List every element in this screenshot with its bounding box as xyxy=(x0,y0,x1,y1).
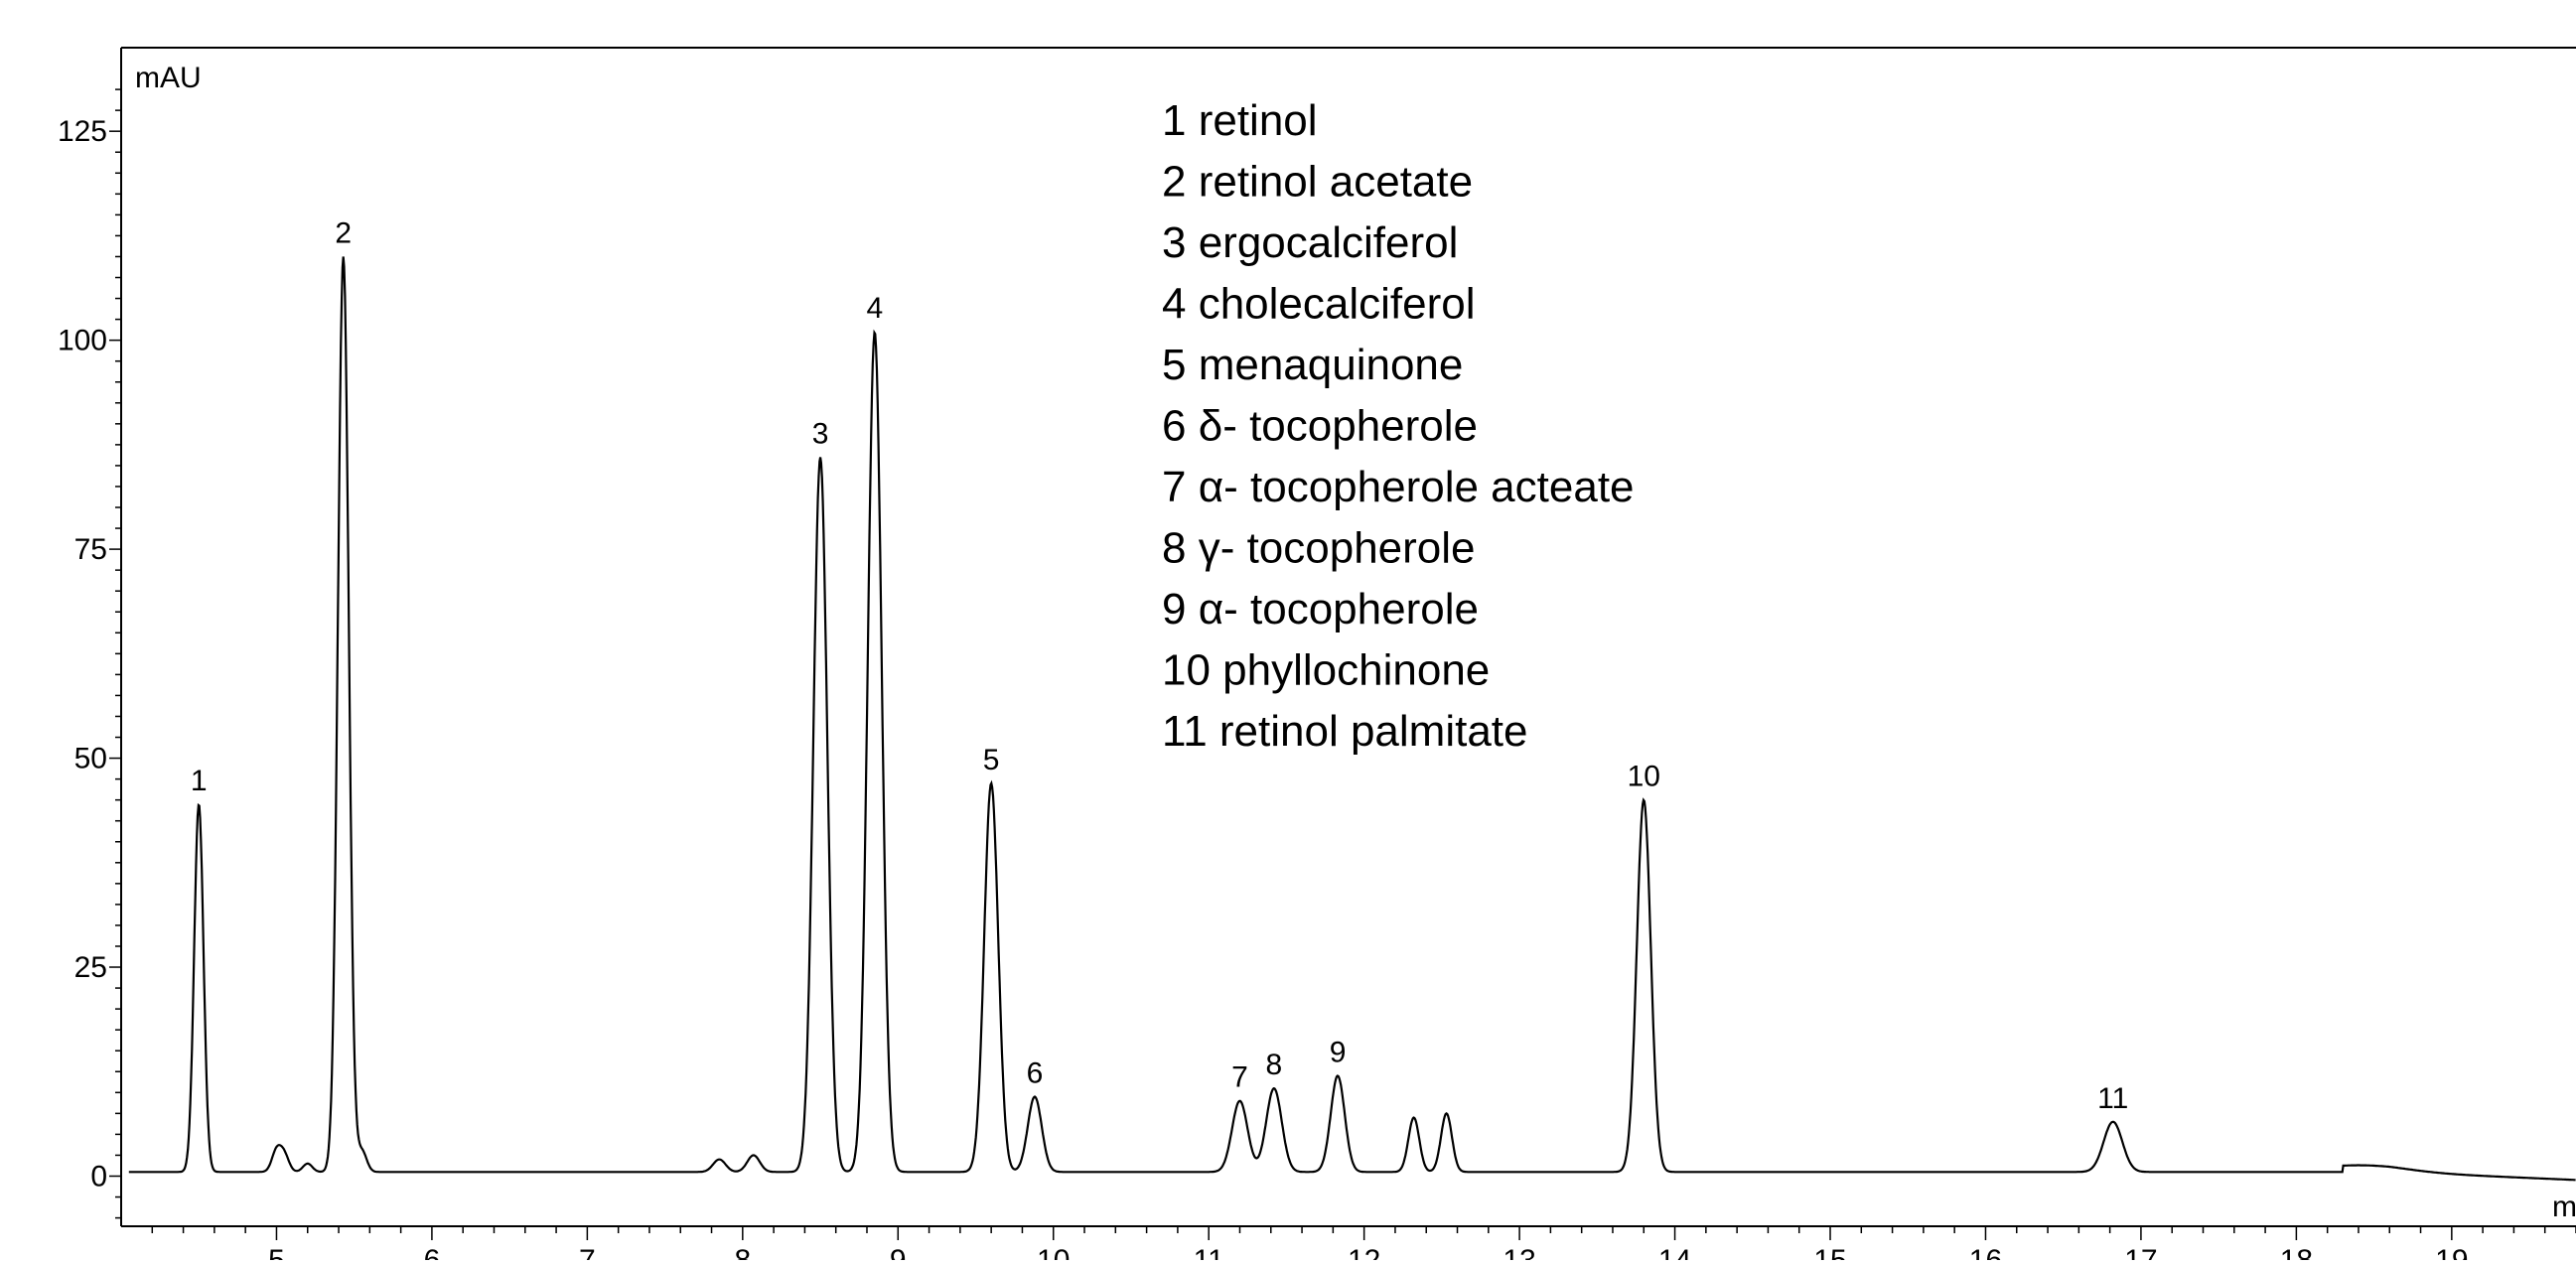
peak-label-10: 10 xyxy=(1628,761,1660,793)
peak-label-1: 1 xyxy=(191,765,208,797)
legend: 1 retinol 2 retinol acetate 3 ergocalcifer… xyxy=(1162,96,1635,756)
legend-entry: 8 γ- tocopherole xyxy=(1162,524,1476,573)
x-tick-label: 17 xyxy=(2124,1244,2157,1260)
x-tick-label: 18 xyxy=(2280,1244,2313,1260)
legend-entry: 10 phyllochinone xyxy=(1162,646,1490,695)
legend-entry: 11 retinol palmitate xyxy=(1162,707,1528,756)
peak-label-11: 11 xyxy=(2097,1082,2128,1115)
y-tick-label: 125 xyxy=(58,115,107,148)
x-axis-unit-label: m xyxy=(2552,1191,2576,1223)
y-tick-label: 25 xyxy=(74,951,107,984)
peak-label-5: 5 xyxy=(983,744,1000,776)
legend-entry: 5 menaquinone xyxy=(1162,341,1463,389)
y-tick-label: 75 xyxy=(74,533,107,566)
x-tick-label: 7 xyxy=(579,1244,596,1260)
legend-entry: 3 ergocalciferol xyxy=(1162,218,1458,267)
y-tick-label: 0 xyxy=(90,1160,107,1193)
peak-label-6: 6 xyxy=(1027,1057,1044,1090)
legend-entry: 9 α- tocopherole xyxy=(1162,585,1479,633)
x-tick-label: 9 xyxy=(890,1244,907,1260)
y-tick-label: 100 xyxy=(58,325,107,357)
x-tick-label: 11 xyxy=(1194,1244,1224,1260)
y-tick-label: 50 xyxy=(74,743,107,775)
peak-label-9: 9 xyxy=(1330,1036,1347,1068)
peak-label-3: 3 xyxy=(812,418,829,451)
x-tick-label: 12 xyxy=(1348,1244,1380,1260)
legend-entry: 7 α- tocopherole acteate xyxy=(1162,463,1635,511)
peak-label-7: 7 xyxy=(1231,1061,1248,1094)
x-tick-label: 10 xyxy=(1037,1244,1070,1260)
x-tick-label: 13 xyxy=(1503,1244,1535,1260)
x-tick-label: 16 xyxy=(1969,1244,2002,1260)
legend-entry: 2 retinol acetate xyxy=(1162,158,1473,207)
y-axis-unit-label: mAU xyxy=(135,62,202,94)
peak-label-4: 4 xyxy=(866,292,883,325)
x-tick-label: 14 xyxy=(1658,1244,1691,1260)
x-tick-label: 19 xyxy=(2435,1244,2468,1260)
peak-label-8: 8 xyxy=(1266,1049,1283,1081)
x-tick-label: 5 xyxy=(268,1244,285,1260)
peak-label-2: 2 xyxy=(335,216,352,249)
legend-entry: 6 δ- tocopherole xyxy=(1162,402,1478,451)
y-axis: 0 25 50 75 100 125 mAU xyxy=(58,62,202,1218)
legend-entry: 1 retinol xyxy=(1162,96,1318,145)
x-tick-label: 15 xyxy=(1813,1244,1846,1260)
legend-entry: 4 cholecalciferol xyxy=(1162,280,1476,329)
x-tick-label: 8 xyxy=(734,1244,751,1260)
x-tick-label: 6 xyxy=(424,1244,441,1260)
